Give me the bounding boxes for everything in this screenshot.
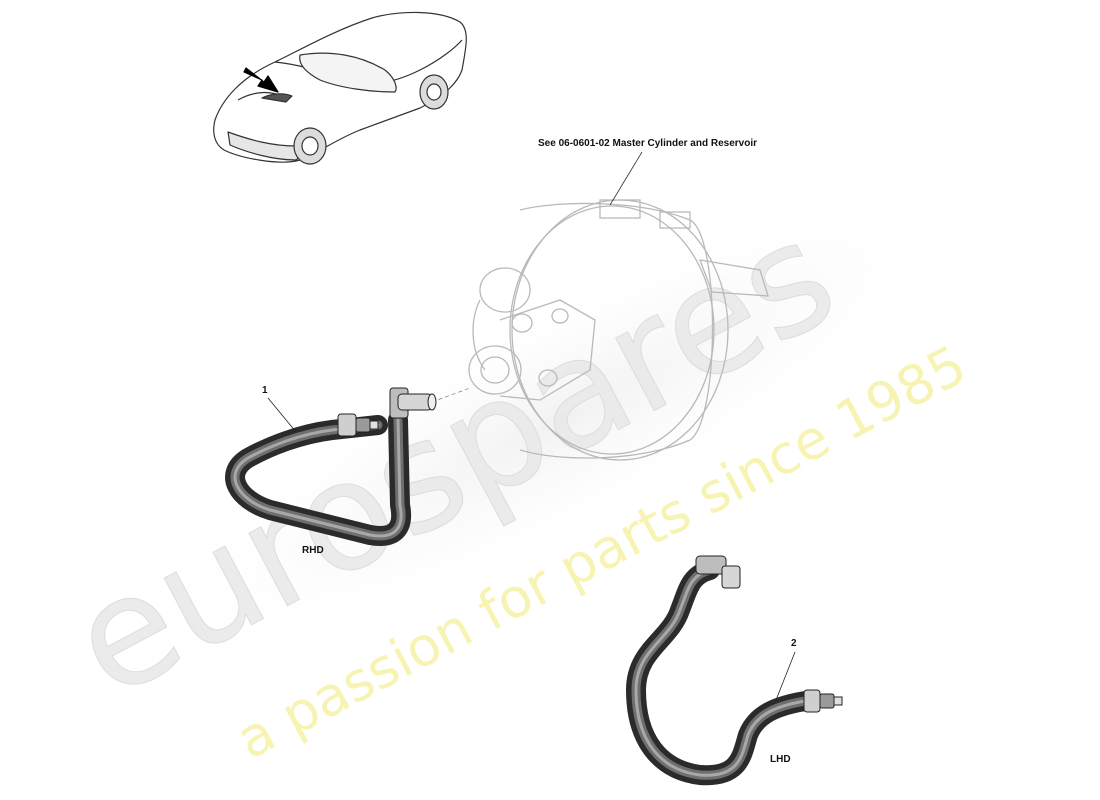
watermark-swoosh — [97, 153, 1023, 687]
vacuum-hose-rhd — [225, 387, 437, 546]
vacuum-hose-lhd — [626, 555, 843, 786]
item-number-2: 2 — [791, 638, 797, 649]
reference-note: See 06-0601-02 Master Cylinder and Reser… — [538, 138, 757, 149]
item2-leader — [775, 651, 796, 701]
item-number-1: 1 — [262, 385, 268, 396]
item1-leader — [267, 397, 297, 433]
watermark: eurospares a passion for parts since 198… — [45, 153, 1023, 771]
hose-fitting-lhd — [803, 689, 843, 713]
hose-fitting-rhd — [337, 413, 379, 437]
hose-elbow-lhd — [695, 555, 741, 589]
car-illustration — [213, 11, 467, 165]
reference-leader — [609, 151, 643, 206]
variant-label-rhd: RHD — [302, 545, 324, 556]
brake-booster-ghost — [468, 199, 769, 461]
car-location-arrow — [243, 67, 279, 93]
variant-label-lhd: LHD — [770, 754, 791, 765]
hose-elbow-rhd — [389, 387, 437, 419]
